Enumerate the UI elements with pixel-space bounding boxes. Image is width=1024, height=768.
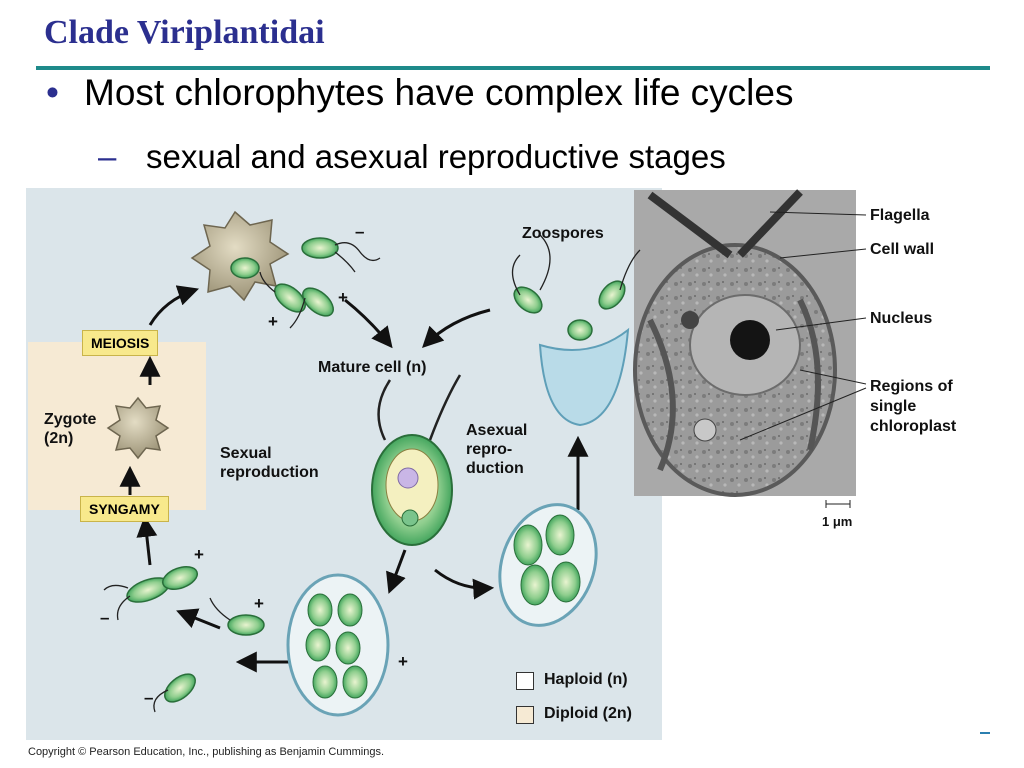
mature-cell bbox=[371, 374, 462, 546]
asexual-label-line3: duction bbox=[466, 460, 524, 477]
slide-corner-mark bbox=[980, 732, 990, 734]
bullet-dot: • bbox=[46, 72, 59, 113]
diploid-swatch bbox=[516, 706, 534, 724]
plus-sign: + bbox=[338, 288, 348, 307]
cycle-arrows bbox=[119, 285, 589, 673]
syngamy-label: SYNGAMY bbox=[80, 496, 169, 522]
zoospores-label: Zoospores bbox=[522, 225, 604, 242]
title-rule bbox=[36, 66, 990, 70]
empty-sporangium bbox=[538, 327, 630, 427]
asexual-label-line2: repro- bbox=[466, 441, 513, 458]
nucleus-label: Nucleus bbox=[870, 310, 933, 327]
flagella-label: Flagella bbox=[870, 207, 930, 224]
plus-sign: + bbox=[194, 545, 204, 564]
gametangium-sexual bbox=[286, 573, 390, 717]
scale-bar-label: 1 μm bbox=[822, 514, 853, 529]
bullet-level2: –sexual and asexual reproductive stages bbox=[98, 138, 726, 176]
regions-label-line1: Regions of bbox=[870, 378, 953, 395]
copyright-footer: Copyright © Pearson Education, Inc., pub… bbox=[28, 746, 385, 758]
plus-sign: + bbox=[398, 652, 408, 671]
nucleolus bbox=[730, 320, 770, 360]
zygote-cell bbox=[106, 396, 170, 460]
flagella-lines bbox=[103, 234, 641, 713]
bullet1-text: Most chlorophytes have complex life cycl… bbox=[84, 72, 794, 113]
electron-micrograph bbox=[633, 189, 856, 497]
mature-cell-label: Mature cell (n) bbox=[318, 359, 427, 376]
minus-sign: – bbox=[144, 688, 154, 707]
sexual-label-line1: Sexual bbox=[220, 445, 272, 462]
plus-sign: + bbox=[268, 312, 278, 331]
zygote-ploidy: (2n) bbox=[44, 430, 74, 447]
sporangium-asexual bbox=[498, 503, 598, 627]
minus-sign: – bbox=[100, 608, 110, 627]
germinating-zygote bbox=[190, 210, 290, 302]
slide-title: Clade Viriplantidai bbox=[44, 14, 325, 51]
cell-wall-label: Cell wall bbox=[870, 241, 935, 258]
bullet-level1: • Most chlorophytes have complex life cyc… bbox=[46, 72, 793, 114]
regions-label-line2: single bbox=[870, 398, 917, 415]
gamete-cells bbox=[126, 237, 626, 703]
bullet2-text: sexual and asexual reproductive stages bbox=[146, 138, 726, 175]
minus-sign: – bbox=[355, 222, 365, 241]
regions-label-line3: chloroplast bbox=[870, 418, 957, 435]
bullet-dash: – bbox=[98, 138, 117, 175]
zygote-label: Zygote bbox=[44, 411, 97, 428]
meiosis-label: MEIOSIS bbox=[82, 330, 159, 356]
micrograph-leaders bbox=[739, 211, 867, 508]
diploid-legend-label: Diploid (2n) bbox=[544, 705, 632, 722]
asexual-label-line1: Asexual bbox=[466, 422, 528, 439]
haploid-swatch bbox=[516, 672, 534, 690]
sexual-label-line2: reproduction bbox=[220, 464, 319, 481]
plus-sign: + bbox=[254, 594, 264, 613]
haploid-legend-label: Haploid (n) bbox=[544, 671, 628, 688]
